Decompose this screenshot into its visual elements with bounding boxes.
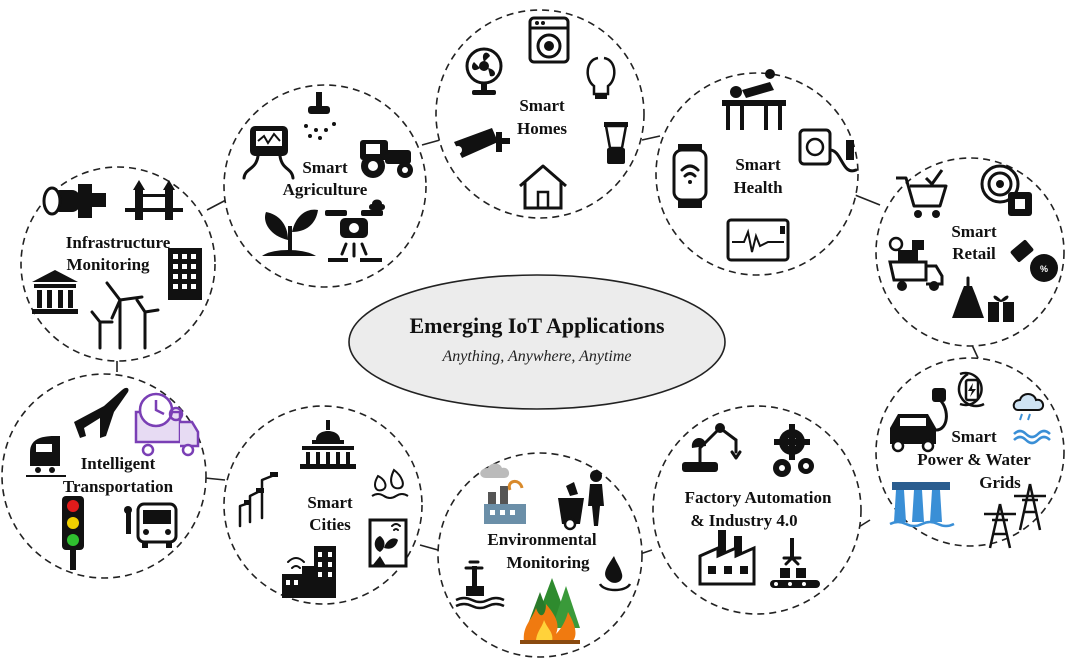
hospital-bed-icon [722,69,786,130]
water-gas-icon [371,468,409,499]
power-label-1: Smart [951,427,997,446]
airplane-icon [74,387,129,438]
waste-bin-icon [558,470,604,531]
buoy-sensor-icon [455,560,505,610]
traffic-light-icon [62,496,84,570]
washing-machine-icon [528,16,570,64]
blender-icon [604,122,628,164]
robot-arm-icon [682,423,742,472]
fan-icon [465,47,503,95]
transport-label-2: Transportation [63,477,174,496]
center-ellipse [348,274,726,410]
light-bulb-icon [586,56,616,99]
gears-icon [773,424,814,477]
conveyor-icon [770,538,820,588]
delivery-truck-icon [888,236,944,291]
smart-building-icon [282,546,336,598]
battery-cycle-icon [957,371,985,408]
wind-turbine-icon [90,281,160,350]
government-building-icon [32,270,78,314]
dress-icon [952,276,984,318]
environment-label-1: Environmental [487,530,597,549]
security-camera-icon [454,128,510,158]
agriculture-label-1: Smart [302,158,348,177]
tractor-icon [360,140,413,178]
sale-tag-icon: % [1010,240,1058,282]
smartwatch-icon [672,144,708,208]
smart-farm-box-icon [368,518,408,568]
factory-circle [652,405,862,615]
transmission-tower-icon [984,483,1046,549]
street-lights-icon [238,472,278,528]
water-drop-icon [598,556,632,592]
factory-label-2: & Industry 4.0 [690,511,797,530]
transport-label-1: Intelligent [81,454,156,473]
retail-label-1: Smart [951,222,997,241]
infrastructure-label-2: Monitoring [66,255,150,274]
rfid-tag-icon [980,164,1032,216]
health-circle [655,72,859,276]
cities-label-1: Smart [307,493,353,512]
plant-icon [262,209,318,256]
power-plant-icon [480,463,526,524]
connectors [116,135,979,557]
ev-charger-icon [890,388,948,453]
power-label-2: Power & Water [917,450,1031,469]
homes-label-2: Homes [517,119,567,138]
power-label-3: Grids [979,473,1021,492]
agriculture-label-2: Agriculture [283,180,368,199]
clock-truck-icon [134,392,200,457]
infrastructure-label-1: Infrastructure [66,233,171,252]
homes-label-1: Smart [519,96,565,115]
tower-bridge-icon [125,180,183,220]
agri-drone-icon [325,199,385,262]
health-label-2: Health [733,178,783,197]
rain-cloud-icon [1012,393,1051,445]
health-label-1: Smart [735,155,781,174]
train-icon [26,436,66,477]
sprinkler-icon [304,92,336,140]
forest-fire-icon [520,578,580,644]
glucose-meter-icon [798,128,858,173]
svg-text:%: % [1040,264,1048,274]
environment-label-2: Monitoring [506,553,590,572]
ecg-monitor-icon [726,218,790,262]
dam-icon [889,482,955,528]
shopping-cart-icon [896,169,948,218]
retail-label-2: Retail [952,244,996,263]
house-icon [519,164,567,210]
gift-icon [988,295,1014,322]
factory-label-1: Factory Automation [685,488,832,507]
factory-icon [698,530,756,586]
center-title: Emerging IoT Applications [409,313,665,338]
soil-sensor-icon [242,126,295,180]
pipe-valve-icon [42,184,106,218]
center-subtitle: Anything, Anywhere, Anytime [442,348,632,365]
bus-icon [124,502,178,548]
cities-label-2: Cities [309,515,351,534]
skyscraper-icon [168,248,202,300]
capitol-icon [300,420,356,469]
